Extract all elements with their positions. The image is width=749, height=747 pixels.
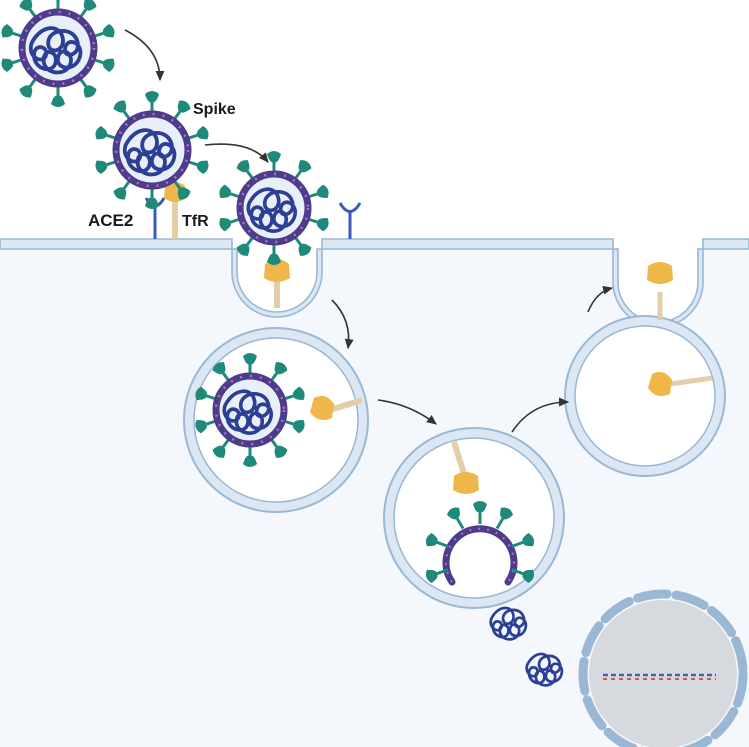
arrow-icon: [587, 285, 614, 313]
cell-interior: [0, 248, 749, 747]
plasma-membrane: [0, 238, 749, 328]
nucleus-icon: [578, 589, 748, 747]
tfr-label: TfR: [182, 213, 209, 230]
tfr-receptor-icon: [264, 259, 290, 308]
ace2-label: ACE2: [88, 211, 133, 230]
tfr-receptor-icon: [647, 262, 673, 320]
arrow-icon: [331, 299, 354, 350]
fusing-viral-envelope: [425, 501, 535, 586]
arrow-icon: [377, 399, 437, 425]
virus-icon: [219, 151, 329, 265]
arrow-icon: [511, 397, 570, 433]
tfr-receptor-icon: [648, 372, 713, 396]
virus-icon: [195, 353, 305, 467]
spike-label: Spike: [193, 101, 236, 118]
tfr-receptor-icon: [310, 396, 363, 420]
virus-icon: [95, 91, 209, 209]
arrow-icon: [204, 143, 269, 163]
tfr-receptor-icon: [451, 441, 479, 494]
late-endosome: [383, 427, 565, 609]
ace2-receptor-icon: [338, 202, 362, 239]
recycling-endosome: [564, 315, 726, 477]
virus-icon: [1, 0, 115, 107]
arrow-icon: [124, 29, 165, 82]
